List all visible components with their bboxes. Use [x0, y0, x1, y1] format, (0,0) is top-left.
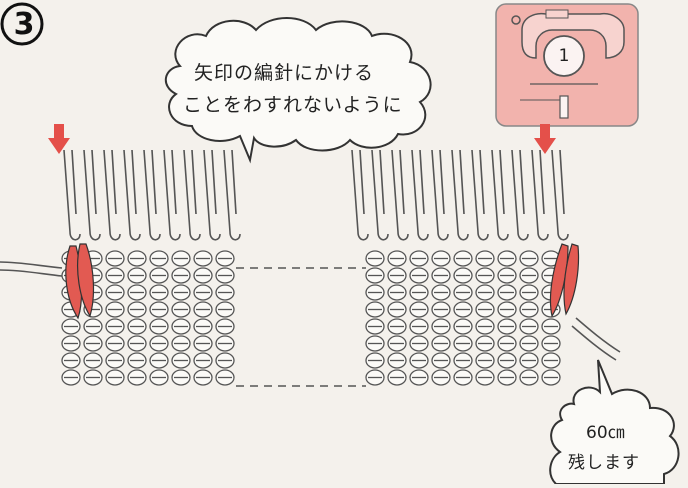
callout-bottom-line1: 60㎝: [586, 423, 625, 443]
needle-latch: [419, 149, 425, 215]
needle-latch: [399, 149, 405, 215]
yarn-right-2: [571, 325, 617, 361]
needle-latch: [71, 149, 77, 215]
needle: [451, 149, 469, 241]
needle-latch: [151, 149, 157, 215]
needle: [203, 149, 221, 241]
highlight-stitch-right: [549, 243, 580, 318]
highlight-stitch-left: [65, 243, 95, 320]
needle-latch: [439, 149, 445, 215]
yarn-left-2: [0, 269, 63, 277]
callout-bottom-line2: 残します: [568, 453, 640, 473]
needle: [471, 149, 489, 241]
needle-latch: [231, 149, 237, 215]
step-circle: [0, 2, 44, 46]
needle: [123, 149, 141, 241]
needle-latch: [171, 149, 177, 215]
needle-latch: [191, 149, 197, 215]
step-number-badge: 3: [0, 0, 48, 48]
arrow-left: [48, 124, 70, 154]
needle-latch: [359, 149, 365, 215]
needle-latch: [131, 149, 137, 215]
needle: [103, 149, 121, 241]
speech-bubble-top: [165, 17, 432, 164]
callout-top-line2: ことをわすれないように: [183, 94, 403, 116]
needle: [491, 149, 509, 241]
needle: [223, 149, 241, 241]
knitted-fabric-right: [365, 250, 561, 386]
needle: [183, 149, 201, 241]
needle: [511, 149, 529, 241]
needle: [351, 149, 369, 241]
needle-latch: [91, 149, 97, 215]
yarn-left: [0, 261, 63, 269]
needle-latch: [519, 149, 525, 215]
card-number-label: 1: [558, 46, 570, 66]
yarn-right: [575, 317, 621, 353]
needle: [431, 149, 449, 241]
needle-latch: [111, 149, 117, 215]
needle: [531, 149, 549, 241]
carriage-card: [495, 3, 639, 127]
needle-latch: [211, 149, 217, 215]
needle-latch: [459, 149, 465, 215]
needle-latch: [539, 149, 545, 215]
needle: [411, 149, 429, 241]
callout-top-line1: 矢印の編針にかける: [194, 62, 375, 84]
arrow-right: [534, 124, 556, 154]
needle-latch: [499, 149, 505, 215]
needles-right: [351, 149, 569, 241]
needle: [143, 149, 161, 241]
needle: [83, 149, 101, 241]
needle: [63, 149, 81, 241]
needle-latch: [479, 149, 485, 215]
needle: [551, 149, 569, 241]
speech-bubble-bottom: [549, 359, 680, 485]
needles-left: [63, 149, 241, 241]
knitted-fabric-left: [61, 250, 235, 386]
needle: [371, 149, 389, 241]
needle: [391, 149, 409, 241]
needle-latch: [559, 149, 565, 215]
needle: [163, 149, 181, 241]
needle-latch: [379, 149, 385, 215]
step-number: 3: [13, 6, 35, 42]
